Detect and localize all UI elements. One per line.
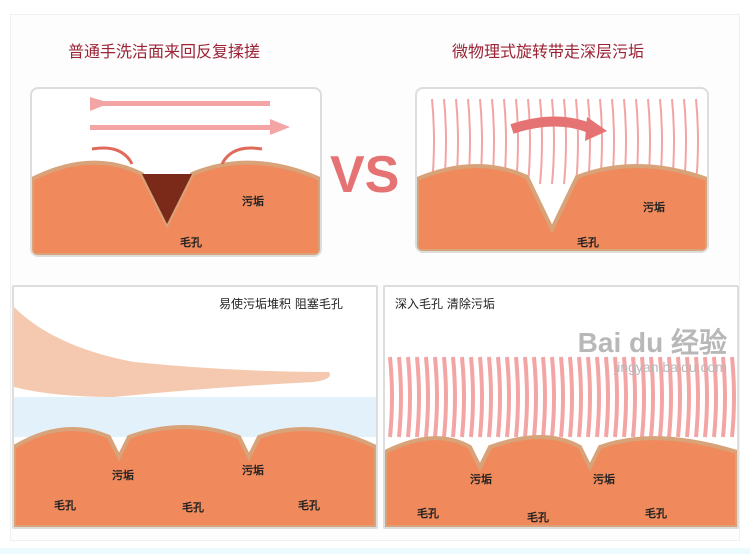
skin-illustration: [417, 98, 707, 251]
pore-label: 毛孔: [180, 236, 202, 249]
brush-bristle: [541, 356, 547, 438]
brush-bristle: [527, 98, 531, 185]
watermark-logo: Bai du 经验: [577, 327, 727, 358]
pore-label: 毛孔: [645, 507, 667, 520]
bottom-bar: [0, 548, 750, 554]
pore-label: 毛孔: [54, 499, 76, 512]
skin-illustration: [14, 307, 376, 527]
panel-manual-wash: 易使污垢堆积 阻塞毛孔 污垢 污垢 毛孔 毛孔 毛孔: [12, 285, 378, 529]
brush-bristle: [451, 356, 457, 438]
brush-bristle: [469, 356, 475, 438]
brush-bristle: [703, 356, 709, 438]
brush-bristle: [478, 356, 484, 438]
brush-bristle: [586, 356, 592, 438]
brush-bristle: [460, 356, 466, 438]
brush-bristle: [575, 98, 579, 185]
right-title: 微物理式旋转带走深层污垢: [452, 42, 645, 61]
brush-bristle: [730, 356, 736, 438]
brush-bristle: [388, 356, 394, 438]
brush-bristle: [496, 356, 502, 438]
dirt-label: 污垢: [470, 473, 492, 486]
watermark-url: jingyan.baidu.com: [614, 359, 727, 375]
brush-bristle: [640, 356, 646, 438]
brush-bristle: [487, 356, 493, 438]
skin-illustration: [385, 356, 737, 527]
dirt-label: 污垢: [242, 195, 264, 208]
brush-bristle: [433, 356, 439, 438]
vs-label: VS: [330, 146, 400, 204]
brush-bristle: [550, 356, 556, 438]
dirt-label: 污垢: [593, 473, 615, 486]
brush-bristle: [694, 356, 700, 438]
skin-illustration: [32, 97, 320, 255]
brush-bristle: [523, 356, 529, 438]
brush-bristle: [721, 356, 727, 438]
pore-label: 毛孔: [527, 511, 549, 524]
brush-bristle: [514, 356, 520, 438]
pore-label: 毛孔: [417, 507, 439, 520]
brush-bristle: [667, 356, 673, 438]
brush-bristle: [622, 356, 628, 438]
brush-bristle: [604, 356, 610, 438]
brush-bristle: [563, 98, 567, 185]
pore-label: 毛孔: [577, 236, 599, 249]
brush-bristle: [613, 356, 619, 438]
brush-bristle: [551, 98, 555, 185]
pore-label: 毛孔: [182, 501, 204, 514]
left-title: 普通手洗洁面来回反复揉搓: [68, 42, 261, 61]
brush-bristle: [568, 356, 574, 438]
brush-bristle: [539, 98, 543, 185]
brush-bristle: [712, 356, 718, 438]
brush-bristle: [676, 356, 682, 438]
brush-bristle: [685, 356, 691, 438]
pore-label: 毛孔: [298, 499, 320, 512]
panel-rotation-closeup: 污垢 毛孔: [415, 87, 709, 253]
dirt-label: 污垢: [242, 464, 264, 477]
brush-bristle: [415, 356, 421, 438]
brush-bristle: [559, 356, 565, 438]
dirt-label: 污垢: [112, 469, 134, 482]
brush-bristle: [532, 356, 538, 438]
brush-bristle: [631, 356, 637, 438]
brush-bristle: [397, 356, 403, 438]
dirt-label: 污垢: [643, 201, 665, 214]
brush-bristle: [424, 356, 430, 438]
brush-bristle: [406, 356, 412, 438]
caption: 易使污垢堆积 阻塞毛孔: [219, 297, 343, 311]
brush-bristle: [577, 356, 583, 438]
brush-bristle: [505, 356, 511, 438]
brush-bristle: [442, 356, 448, 438]
panel-rotation-clean: 深入毛孔 清除污垢 污垢 污垢 毛孔 毛孔 毛孔 Bai du 经验 jingy…: [383, 285, 739, 529]
panel-manual-wash-closeup: 污垢 毛孔: [30, 87, 322, 257]
brush-bristle: [595, 356, 601, 438]
brush-bristle: [695, 98, 699, 185]
brush-bristle: [658, 356, 664, 438]
caption: 深入毛孔 清除污垢: [395, 297, 495, 311]
brush-bristle: [649, 356, 655, 438]
